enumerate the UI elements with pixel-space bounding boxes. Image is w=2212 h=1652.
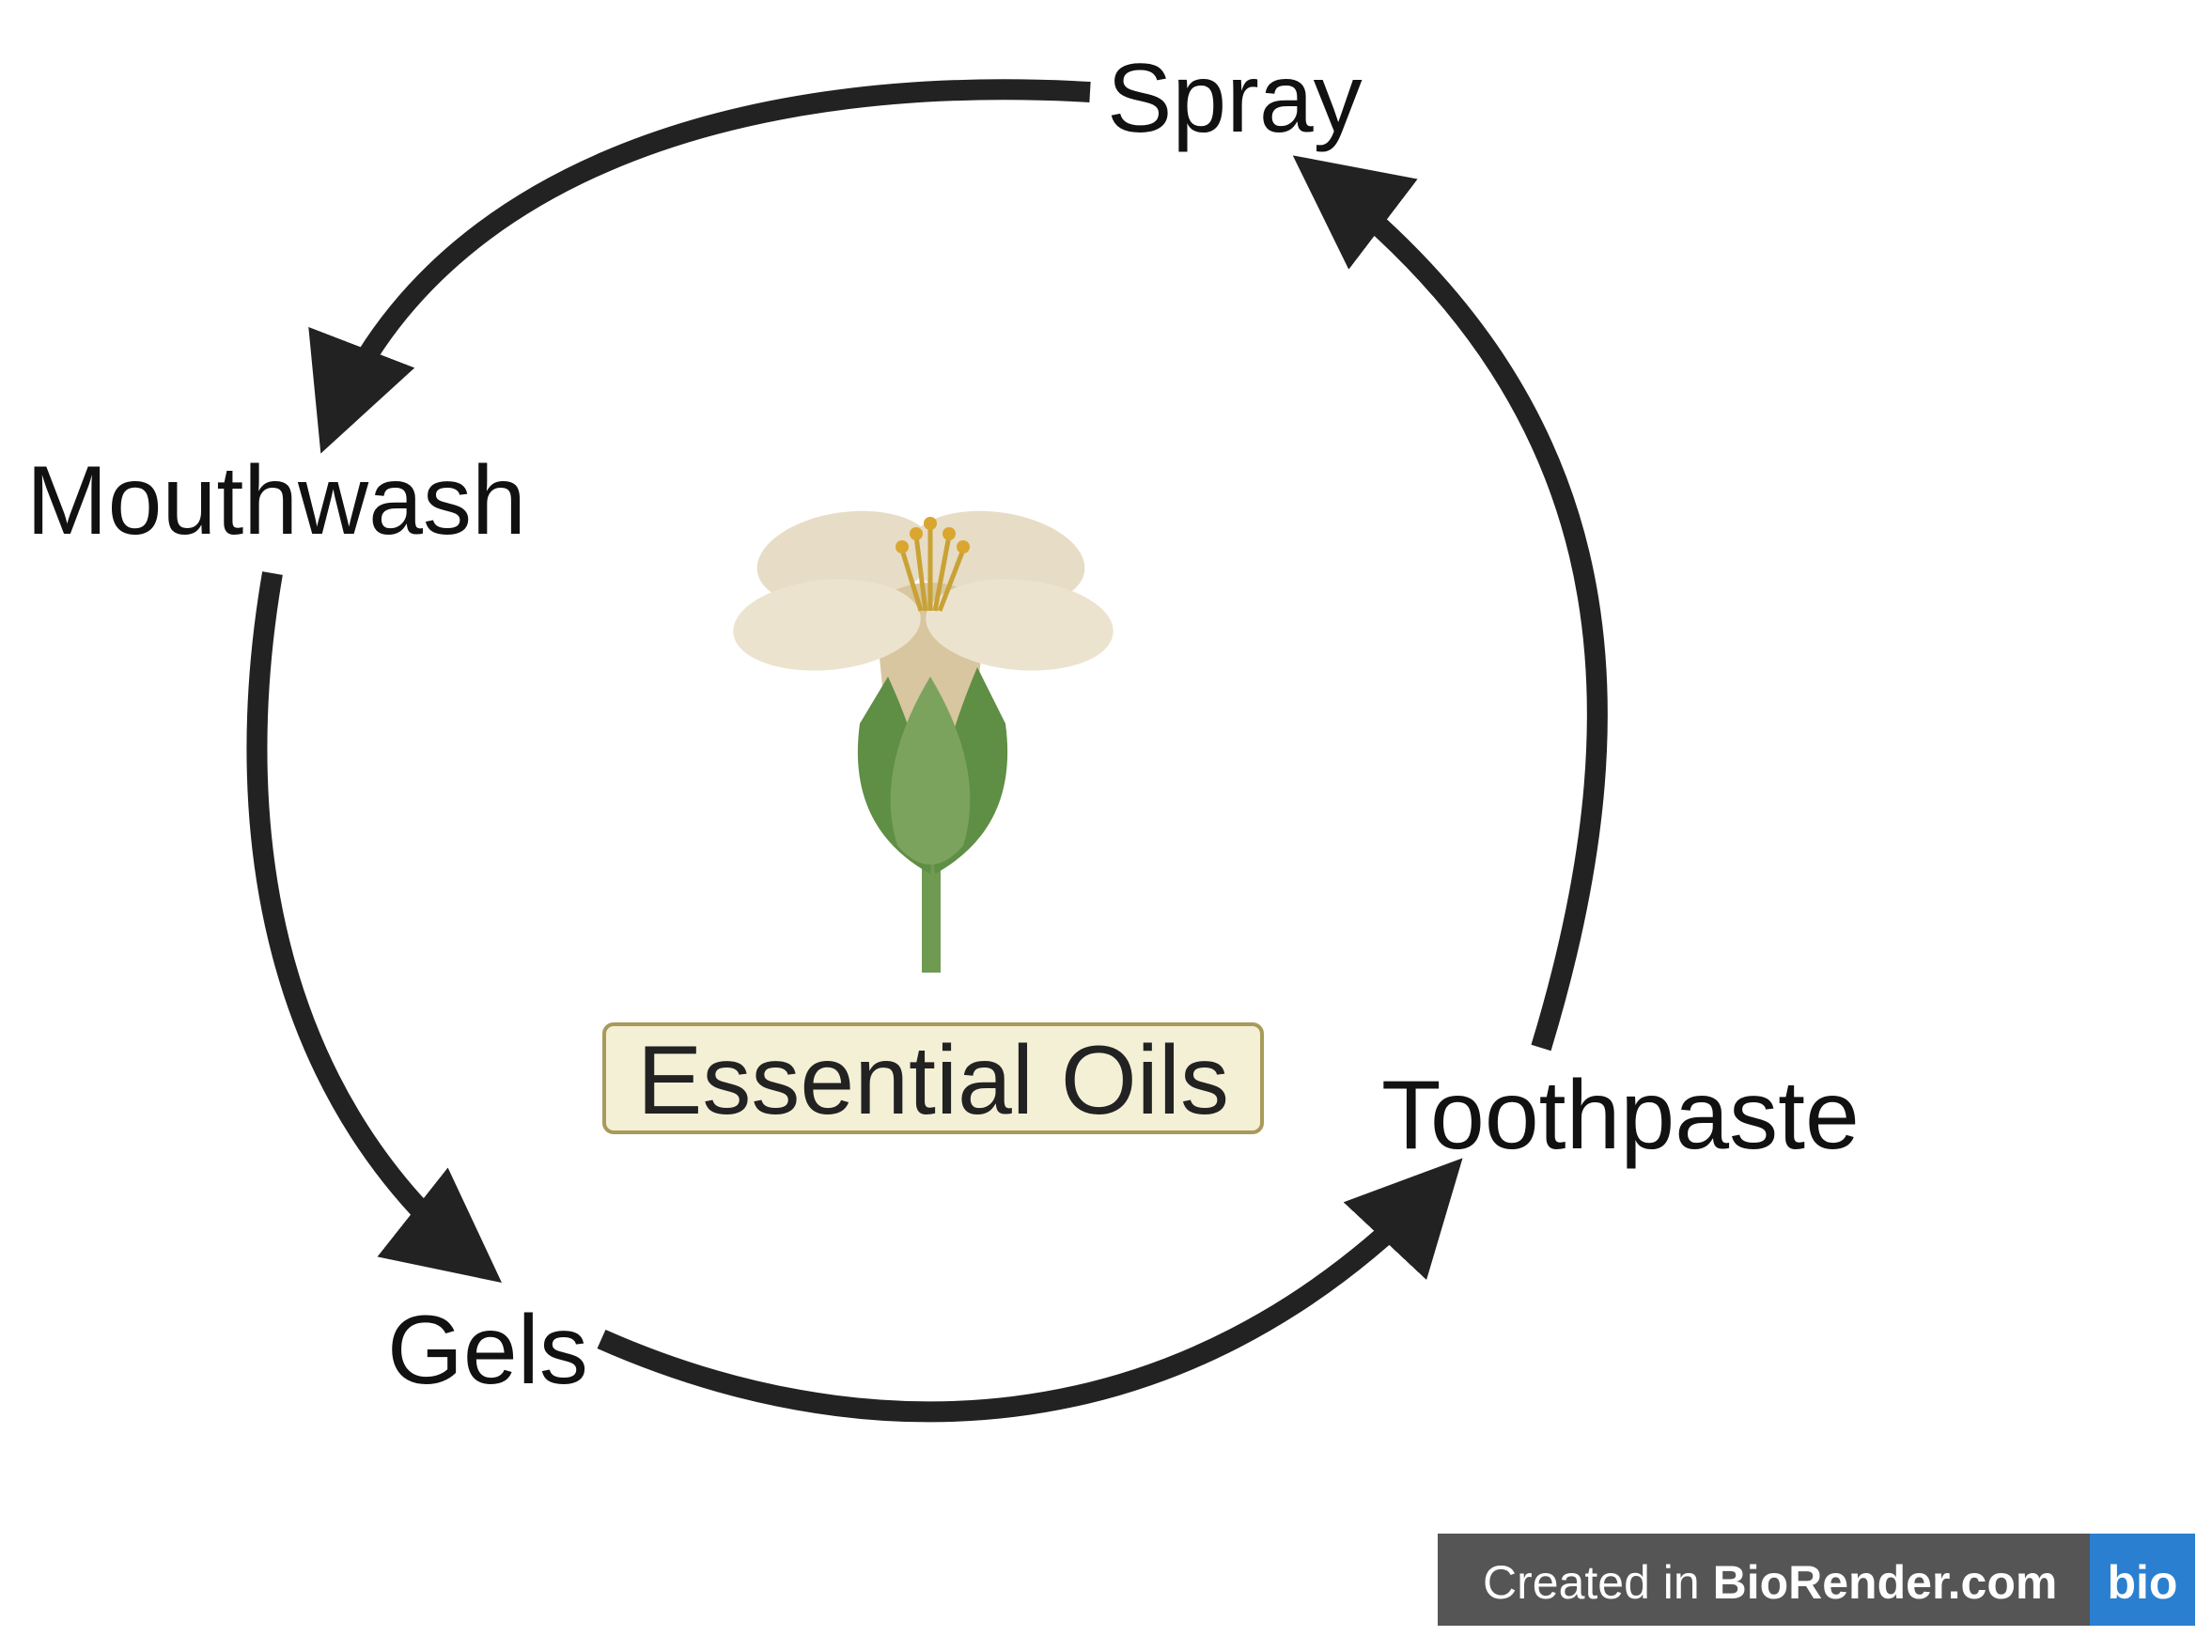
node-toothpaste: Toothpaste: [1381, 1061, 1860, 1170]
arrow-spray-to-mouthwash: [308, 79, 1091, 454]
center-label-box: [602, 1022, 1264, 1134]
center-label: Essential Oils: [637, 1026, 1229, 1135]
biorender-logo-icon: bio: [2108, 1556, 2178, 1609]
svg-text:Created in BioRender.com: Created in BioRender.com: [1483, 1556, 2057, 1609]
node-spray: Spray: [1107, 44, 1363, 153]
node-gels: Gels: [387, 1296, 588, 1405]
badge-brand: BioRender.com: [1713, 1556, 2058, 1609]
arrow-toothpaste-to-spray: [1292, 155, 1608, 1052]
arrow-gels-to-toothpaste: [597, 1158, 1463, 1423]
arrow-mouthwash-to-gels: [246, 571, 502, 1284]
badge-prefix: Created in: [1483, 1556, 1713, 1609]
flower-icon: [733, 510, 1114, 973]
biorender-badge: Created in BioRender.com bio: [1438, 1534, 2195, 1626]
node-mouthwash: Mouthwash: [26, 446, 526, 555]
